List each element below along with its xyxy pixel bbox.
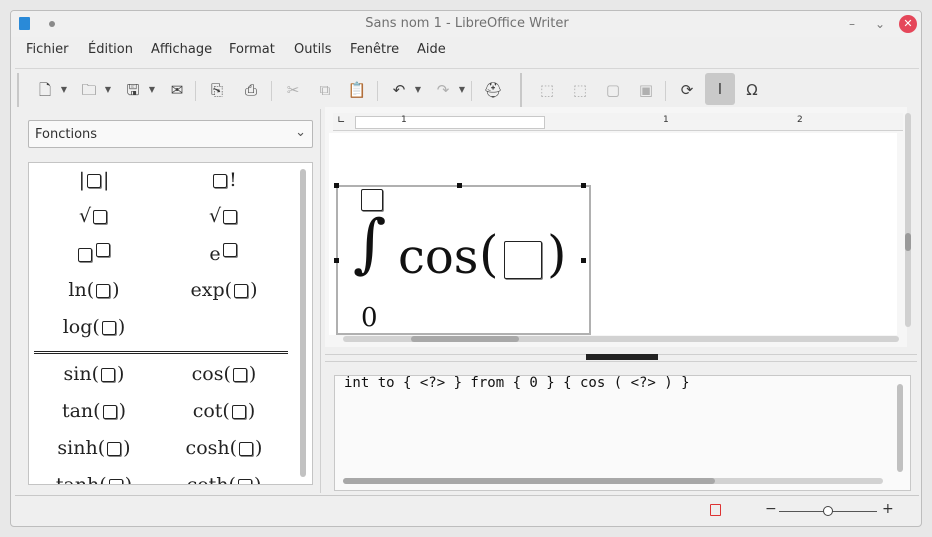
app-window: Sans nom 1 - LibreOffice Writer – ⌄ ✕ Fi… xyxy=(10,10,922,527)
restore-button[interactable]: ⌄ xyxy=(874,17,886,31)
paste-icon[interactable]: 📋 xyxy=(347,81,367,99)
help-lifebuoy-icon[interactable]: ⛑ xyxy=(483,81,503,99)
special-character-icon[interactable]: Ω xyxy=(746,81,758,99)
menu-fichier[interactable]: Fichier xyxy=(26,42,69,57)
right-paren: ) xyxy=(547,225,567,283)
argument-placeholder xyxy=(504,241,542,279)
copy-icon[interactable]: ⧉ xyxy=(319,81,331,99)
resize-handle[interactable] xyxy=(334,258,339,263)
document-vscrollbar[interactable] xyxy=(905,113,911,327)
tab-stop-icon[interactable]: ∟ xyxy=(337,115,346,126)
element-power[interactable] xyxy=(34,243,154,265)
command-window[interactable]: int to { <?> } from { 0 } { cos ( <?> ) … xyxy=(334,375,911,491)
element-tanh[interactable]: tanh() xyxy=(34,474,154,484)
document-area: ∟ 1 1 2 ∫ 0 cos ( ) xyxy=(325,107,907,347)
page[interactable]: ∫ 0 cos ( ) xyxy=(329,133,897,335)
element-ln[interactable]: ln() xyxy=(68,279,120,301)
window-menu-dot-icon[interactable] xyxy=(49,21,55,27)
minimize-button[interactable]: – xyxy=(849,17,855,31)
zoom-fit-icon[interactable]: ▣ xyxy=(638,81,654,99)
menu-format[interactable]: Format xyxy=(229,42,275,57)
zoom-slider-knob[interactable] xyxy=(823,506,833,516)
category-value: Fonctions xyxy=(35,127,98,142)
undo-icon[interactable]: ↶▼ xyxy=(392,81,421,99)
chevron-down-icon: ⌄ xyxy=(295,125,306,140)
resize-handle[interactable] xyxy=(457,183,462,188)
menu-affichage[interactable]: Affichage xyxy=(151,42,213,57)
integral-symbol: ∫ xyxy=(353,207,387,281)
formula-cursor-icon[interactable]: I xyxy=(705,73,735,105)
menu-fenetre[interactable]: Fenêtre xyxy=(350,42,400,57)
show-all-icon[interactable]: ▢ xyxy=(605,81,621,99)
zoom-out-icon[interactable]: ⬚ xyxy=(572,81,588,99)
menu-edition[interactable]: Édition xyxy=(88,42,133,57)
element-exp-e[interactable]: e xyxy=(164,243,284,265)
save-icon[interactable]: 🖫▼ xyxy=(126,81,155,99)
element-exp[interactable]: exp() xyxy=(190,279,258,301)
ruler-mark: 2 xyxy=(797,115,803,125)
ruler-mark: 1 xyxy=(663,115,669,125)
document-hscrollbar[interactable] xyxy=(343,336,899,342)
resize-handle[interactable] xyxy=(334,183,339,188)
element-sin[interactable]: sin() xyxy=(63,363,125,385)
element-cos[interactable]: cos() xyxy=(191,363,257,385)
element-cosh[interactable]: cosh() xyxy=(185,437,263,459)
lower-limit: 0 xyxy=(361,303,378,333)
status-bar: − + xyxy=(15,495,919,525)
cut-icon[interactable]: ✂ xyxy=(286,81,300,99)
toolbar-grip[interactable] xyxy=(17,73,19,107)
elements-grid: || ! √ √ e ln() exp() log() sin() cos() … xyxy=(28,162,313,485)
element-sqrt[interactable]: √ xyxy=(34,205,154,227)
resize-handle[interactable] xyxy=(581,258,586,263)
zoom-in-button[interactable]: + xyxy=(882,501,894,517)
document-modified-icon[interactable] xyxy=(710,504,721,516)
command-splitter[interactable] xyxy=(325,354,917,362)
menu-bar: Fichier Édition Affichage Format Outils … xyxy=(11,39,921,63)
menu-outils[interactable]: Outils xyxy=(294,42,332,57)
title-bar: Sans nom 1 - LibreOffice Writer – ⌄ ✕ xyxy=(11,11,921,37)
splitter-handle-icon[interactable] xyxy=(586,354,658,360)
open-folder-icon[interactable]: 🗀▼ xyxy=(81,81,111,99)
resize-handle[interactable] xyxy=(581,183,586,188)
window-title: Sans nom 1 - LibreOffice Writer xyxy=(365,16,569,31)
element-nroot[interactable]: √ xyxy=(164,205,284,227)
command-vscrollbar[interactable] xyxy=(897,384,903,472)
command-text[interactable]: int to { <?> } from { 0 } { cos ( <?> ) … xyxy=(344,375,690,391)
element-coth[interactable]: coth() xyxy=(164,474,284,484)
horizontal-ruler[interactable]: ∟ 1 1 2 xyxy=(333,113,903,131)
print-icon[interactable]: ⎙ xyxy=(244,81,257,99)
toolbar-grip-2[interactable] xyxy=(520,73,522,107)
zoom-out-button[interactable]: − xyxy=(765,501,777,517)
elements-divider xyxy=(34,351,288,354)
element-cot[interactable]: cot() xyxy=(192,400,256,422)
send-mail-icon[interactable]: ✉ xyxy=(170,81,184,99)
element-fact[interactable]: ! xyxy=(164,169,284,191)
command-hscrollbar[interactable] xyxy=(343,478,883,484)
ruler-mark: 1 xyxy=(401,115,407,125)
category-select[interactable]: Fonctions ⌄ xyxy=(28,120,313,148)
close-button[interactable]: ✕ xyxy=(899,15,917,33)
redo-icon[interactable]: ↷▼ xyxy=(436,81,465,99)
element-sinh[interactable]: sinh() xyxy=(57,437,131,459)
element-abs[interactable]: || xyxy=(78,169,110,191)
zoom-in-icon[interactable]: ⬚ xyxy=(539,81,555,99)
element-tan[interactable]: tan() xyxy=(61,400,127,422)
left-paren: ( xyxy=(479,225,499,283)
writer-app-icon xyxy=(19,17,30,30)
export-pdf-icon[interactable]: ⎘ xyxy=(210,81,223,99)
function-name: cos xyxy=(398,229,479,285)
standard-toolbar: 🗋▼ 🗀▼ 🖫▼ ✉ ⎘ ⎙ ✂ ⧉ 📋 ↶▼ ↷▼ ⛑ ⬚ ⬚ ▢ ▣ ⟳ I… xyxy=(15,68,919,108)
elements-pane: Fonctions ⌄ || ! √ √ e ln() exp() log() … xyxy=(15,109,321,493)
update-icon[interactable]: ⟳ xyxy=(680,81,694,99)
elements-scrollbar[interactable] xyxy=(300,169,306,477)
new-document-icon[interactable]: 🗋▼ xyxy=(38,81,67,99)
element-log[interactable]: log() xyxy=(62,316,126,338)
menu-aide[interactable]: Aide xyxy=(417,42,446,57)
upper-limit-placeholder xyxy=(361,189,383,211)
